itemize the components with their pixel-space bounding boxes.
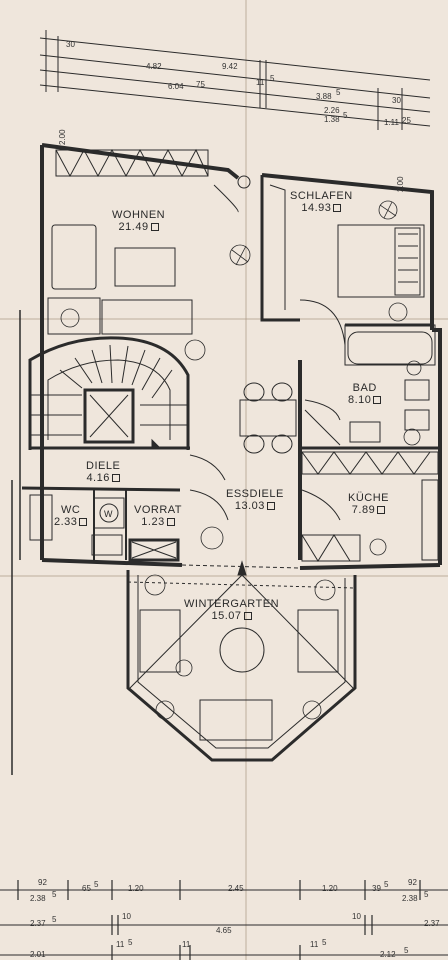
boiler-label: W [104,509,113,519]
kitchen-counter [301,451,439,475]
lounge-chair [139,609,181,673]
dining-table [239,399,297,437]
dimension-text: 11 [182,940,191,949]
dimension-text: 5 [384,880,389,889]
dimension-text: 6.04 [168,82,184,91]
lounge-chair [297,609,339,673]
dimension-text: 2.45 [228,884,244,893]
dimension-text: 5 [270,74,275,83]
dimension-text: 5 [94,880,99,889]
room-name: BAD [352,382,377,394]
dimension-text: 2.00 [58,129,67,145]
dimension-line [39,54,431,99]
room-area: 13.03 [226,500,284,512]
dimension-text: 2.12 [380,950,396,959]
dimension-text: 30 [392,96,401,105]
dimension-text: 25 [402,116,411,125]
dimension-text: 5 [336,88,341,97]
dimension-text: 92 [408,878,417,887]
dimension-text: 1.20 [322,884,338,893]
room-name: ESSDIELE [226,488,284,500]
dimension-text: 5 [52,890,57,899]
room-label-kueche: KÜCHE 7.89 [348,492,389,516]
dimension-text: 5 [404,946,409,955]
dimension-text: 5 [424,890,429,899]
room-label-vorrat: VORRAT 1.23 [134,504,182,528]
wintergarten-wall [126,570,357,762]
dimension-text: 75 [196,80,205,89]
room-name: WOHNEN [112,209,166,221]
dimension-text: 10 [122,912,131,921]
dimension-text: 2.26 [324,106,340,115]
dimension-text: 1.38 [324,115,340,124]
dimension-text: 5 [128,938,133,947]
dimension-line [39,84,431,127]
room-label-wintergarten: WINTERGARTEN 15.07 [184,598,279,622]
dimension-text: 2.38 [402,894,418,903]
dimension-text: 9.42 [222,62,238,71]
room-name: DIELE [86,460,121,472]
room-area: 1.23 [134,516,182,528]
room-name: SCHLAFEN [290,190,353,202]
staircase [28,336,190,450]
dimension-text: 11 [310,940,319,949]
paper-fold-horizontal [0,318,448,320]
shelf [101,299,193,335]
room-area: 2.33 [54,516,87,528]
dimension-text: 10 [352,912,361,921]
room-name: KÜCHE [348,492,390,504]
room-area: 21.49 [112,221,165,233]
wall-schlafen [260,175,300,322]
dimension-text: 1.11 [384,118,399,127]
dimension-text: 39 [372,884,381,893]
outer-wall [41,558,441,570]
outer-wall [41,143,240,180]
room-name: WC [61,504,81,516]
room-label-wohnen: WOHNEN 21.49 [112,209,165,233]
sofa [51,224,97,290]
dimension-text: 2.00 [396,176,405,192]
dimension-text: 5 [52,915,57,924]
dimension-text: 11 [256,78,265,87]
room-name: VORRAT [134,504,183,516]
room-name: WINTERGARTEN [184,598,280,610]
dimension-line [39,69,431,113]
dimension-text: 4.82 [146,62,162,71]
room-area: 8.10 [348,394,381,406]
dimension-text: 2.37 [30,919,46,928]
room-area: 7.89 [348,504,389,516]
room-area: 14.93 [290,202,353,214]
dimension-text: 2.01 [30,950,46,959]
dimension-text: 4.65 [216,926,232,935]
room-area: 4.16 [86,472,120,484]
room-label-bad: BAD 8.10 [348,382,381,406]
paper-fold-horizontal-2 [0,575,448,577]
bathtub [347,331,433,365]
room-area: 15.07 [184,610,279,622]
dimension-text: 1.20 [128,884,144,893]
paper-fold-vertical [245,0,247,960]
dimension-text: 30 [66,40,75,49]
dimension-text: 2.37 [424,919,440,928]
outer-wall [261,173,434,330]
room-label-essdiele: ESSDIELE 13.03 [226,488,284,512]
bed [337,224,425,298]
window-wohnen [55,149,209,177]
dimension-text: 5 [343,111,348,120]
table [114,247,176,287]
dimension-text: 2.38 [30,894,46,903]
room-label-wc: WC 2.33 [54,504,87,528]
room-label-diele: DIELE 4.16 [86,460,120,484]
dimension-text: 11 [116,940,125,949]
dimension-text: 3.88 [316,92,332,101]
dimension-text: 65 [82,884,91,893]
dimension-line [39,37,431,81]
room-label-schlafen: SCHLAFEN 14.93 [290,190,353,214]
dimension-text: 92 [38,878,47,887]
dimension-text: 5 [322,938,327,947]
